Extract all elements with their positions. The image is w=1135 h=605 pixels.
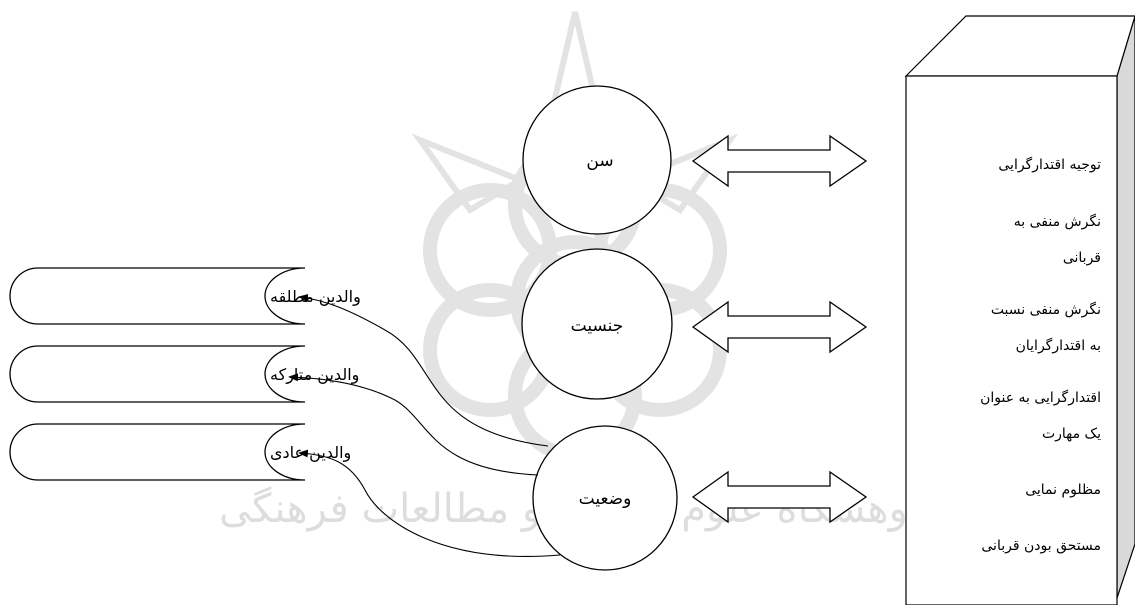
outcomes-box-front: [905, 75, 1118, 605]
outcome-item-6: مستحق بودن قربانی: [981, 538, 1101, 554]
outcomes-box-top: [904, 15, 1135, 77]
outcomes-list: توجیه اقتدارگرایی نگرش منفی به قربانی نگرش …: [980, 156, 1101, 554]
double-arrow-status: [691, 470, 868, 524]
outcome-item-3-line-2: به اقتدارگرایان: [1016, 337, 1101, 354]
outcome-item-4-line-2: یک مهارت: [1042, 426, 1101, 442]
family-type-label-separated: والدین متارکه: [270, 365, 359, 385]
outcome-item-3-line-1: نگرش منفی نسبت: [991, 301, 1101, 318]
double-arrow-age: [691, 134, 868, 188]
outcomes-box-side: [1116, 15, 1135, 599]
outcome-item-2-line-1: نگرش منفی به: [1014, 213, 1101, 230]
outcome-item-2-line-2: قربانی: [1063, 250, 1101, 266]
factor-label-status: وضعیت: [579, 489, 632, 509]
connector-status-normal: [298, 449, 561, 557]
family-type-label-normal: والدین عادی: [270, 443, 351, 463]
factor-label-gender: جنسیت: [571, 316, 624, 336]
outcome-item-1: توجیه اقتدارگرایی: [998, 156, 1101, 173]
double-arrow-gender: [691, 300, 868, 354]
factor-circle-gender: [521, 248, 673, 400]
family-type-normal: والدین عادی: [9, 423, 351, 481]
outcome-item-4-line-1: اقتدارگرایی به عنوان: [980, 389, 1101, 406]
factor-circle-age: [522, 85, 672, 235]
outcome-item-5: مظلوم نمایی: [1025, 482, 1101, 498]
family-type-divorced: والدین مطلقه: [9, 267, 361, 325]
outcomes-box: [904, 15, 1135, 605]
family-type-label-divorced: والدین مطلقه: [270, 287, 361, 307]
connector-status-divorced: [298, 294, 549, 447]
family-type-separated: والدین متارکه: [9, 345, 359, 403]
connector-status-separated: [288, 373, 539, 476]
factor-label-age: سن: [586, 151, 613, 171]
factor-circle-status: [532, 425, 678, 571]
